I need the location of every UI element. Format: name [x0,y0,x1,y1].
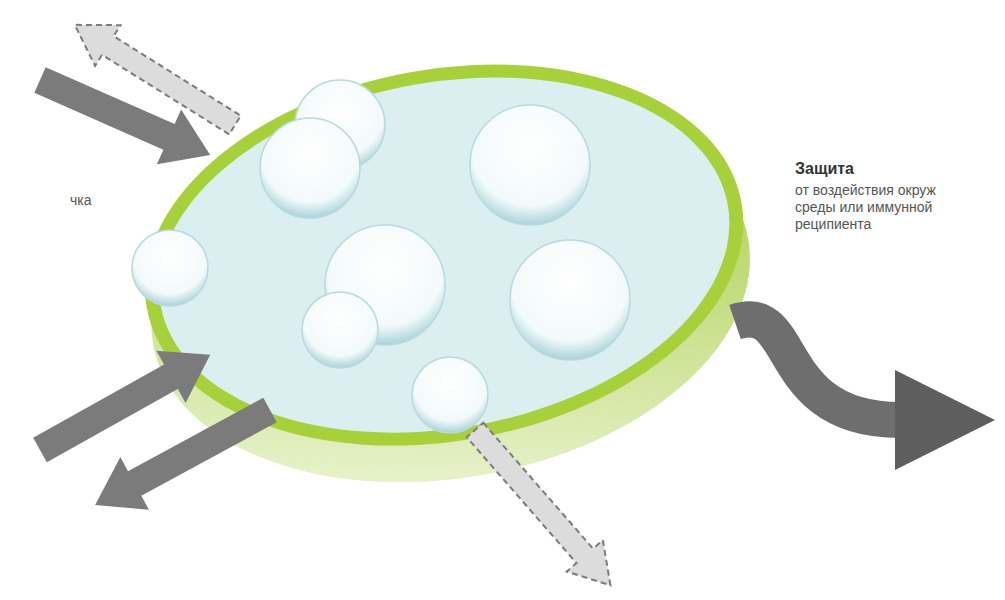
disk-rim [114,19,773,490]
cut-label: чка [70,192,130,209]
flow-arrows [25,53,284,532]
protection-arrow [735,319,995,470]
disk-interior [130,35,757,476]
bubbles [132,80,630,433]
description-label: от воздействия окруж среды или иммунной … [795,182,967,233]
dashed-arrows [62,4,629,600]
heading-label: Защита [795,160,995,177]
